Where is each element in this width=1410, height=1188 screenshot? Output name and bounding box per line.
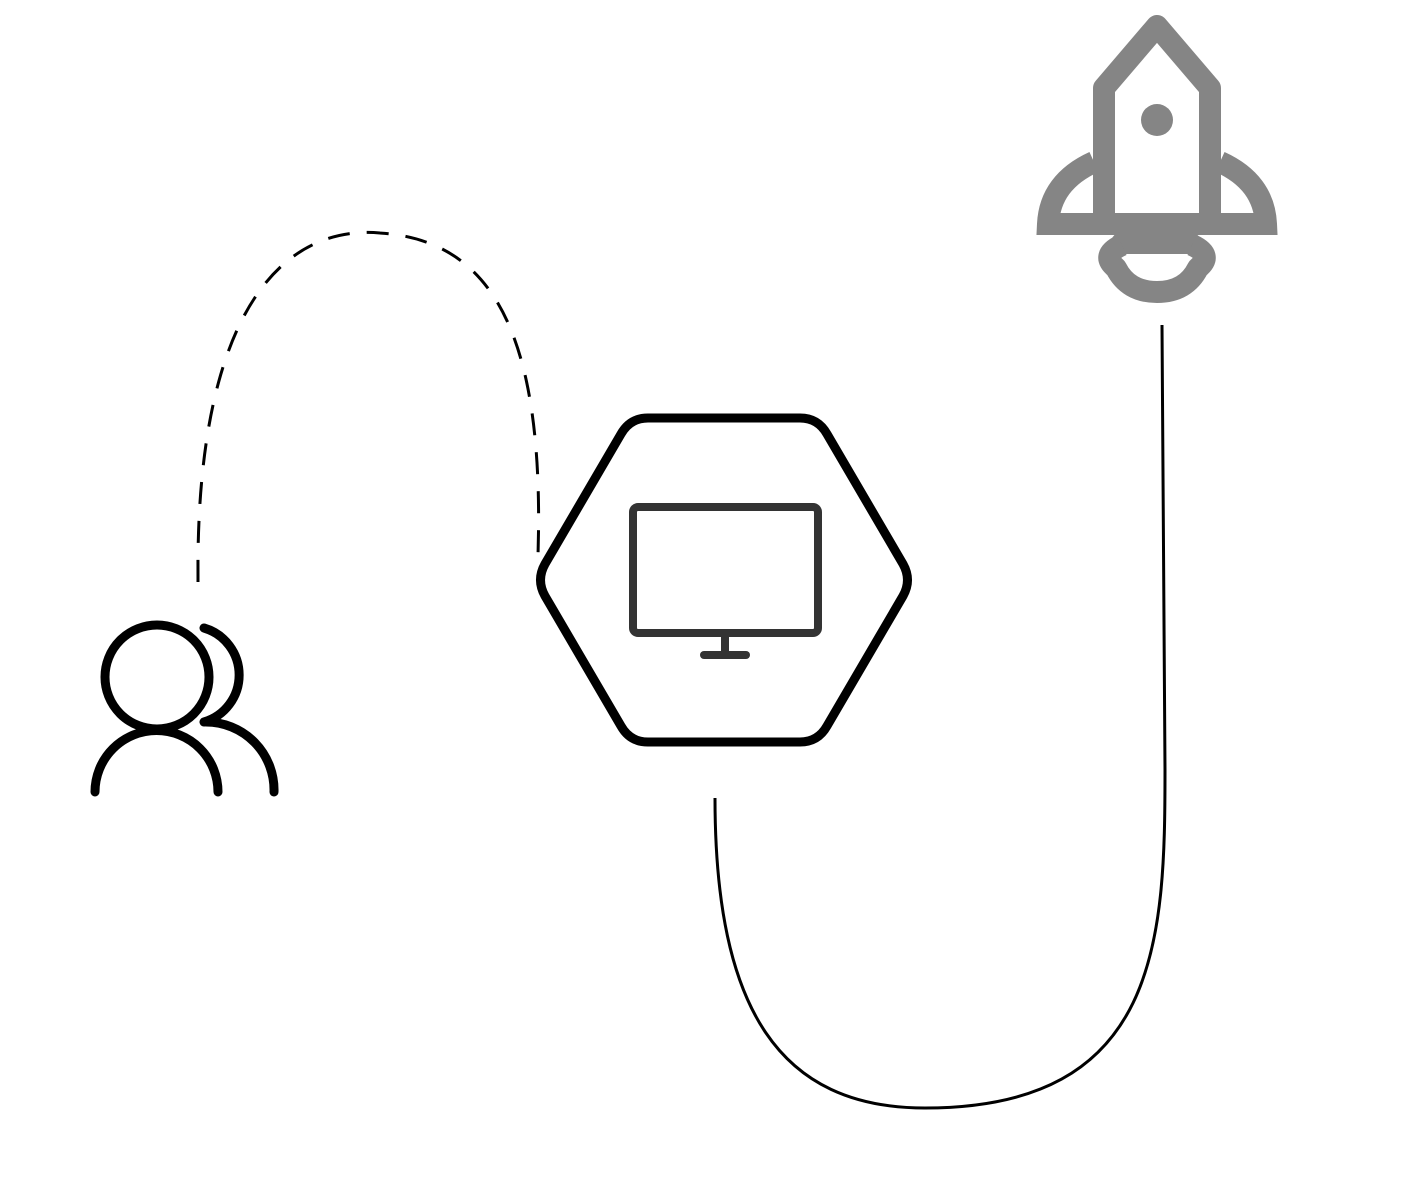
monitor-screen xyxy=(629,503,822,637)
connector-users-to-desktop xyxy=(196,230,541,583)
hexagon-frame xyxy=(536,413,912,747)
rocket-icon xyxy=(1036,15,1278,303)
rocket-window xyxy=(1141,104,1173,136)
user-head-back xyxy=(199,623,244,727)
user-body-back xyxy=(201,717,279,797)
desktop-node xyxy=(536,413,912,747)
rocket-wings xyxy=(1036,151,1278,235)
rocket-flame xyxy=(1098,234,1216,303)
user-body-front xyxy=(90,726,223,797)
user-head-front xyxy=(100,620,214,734)
users-icon xyxy=(90,620,279,797)
monitor-icon xyxy=(629,503,822,659)
connector-desktop-to-deploy xyxy=(713,324,1167,1110)
rocket-body xyxy=(1093,15,1221,224)
